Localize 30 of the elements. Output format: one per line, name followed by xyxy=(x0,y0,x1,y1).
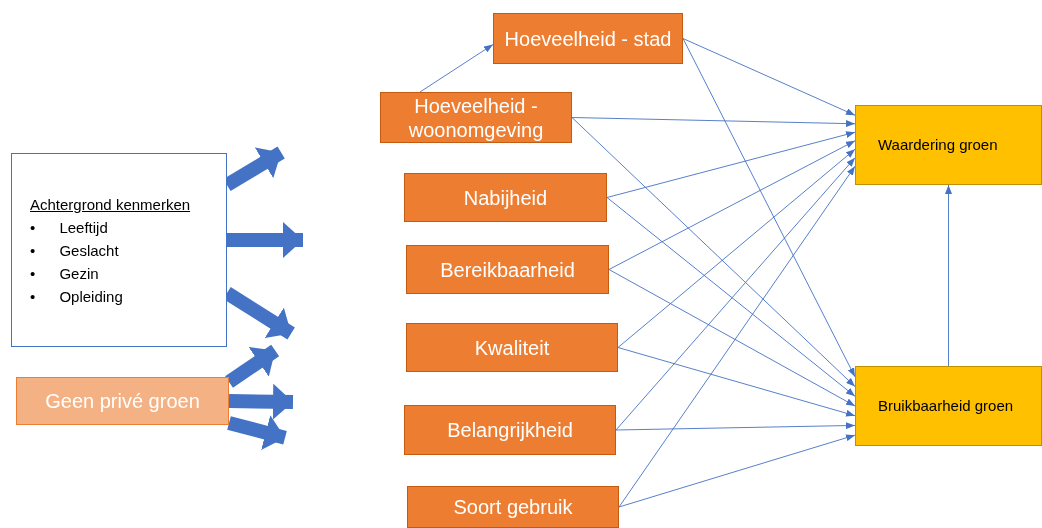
list-heading: Achtergrond kenmerken xyxy=(30,194,191,215)
outcome-box xyxy=(855,366,1042,446)
process-box xyxy=(406,323,618,372)
box-label: Kwaliteit xyxy=(474,335,550,360)
list-item: • Opleiding xyxy=(30,286,123,307)
block-arrow xyxy=(228,383,294,420)
box-label: Bereikbaarheid xyxy=(440,257,575,282)
box-label: Soort gebruik xyxy=(453,495,573,519)
box-label: Nabijheid xyxy=(463,185,548,210)
process-box xyxy=(380,92,572,143)
process-box xyxy=(406,245,609,294)
box-label: Belangrijkheid xyxy=(447,418,573,442)
box-label: Hoeveelheid - stad xyxy=(504,26,672,51)
process-box xyxy=(407,486,619,528)
box-label: Hoeveelheid - woonomgeving xyxy=(407,93,545,142)
process-box xyxy=(493,13,683,64)
box-label: Geen privé groen xyxy=(45,389,200,413)
box-label: Waardering groen xyxy=(878,135,998,155)
process-box xyxy=(404,173,607,222)
outcome-box xyxy=(855,105,1042,185)
list-item: • Leeftijd xyxy=(30,217,109,238)
list-item: • Geslacht xyxy=(30,240,120,261)
text-box xyxy=(11,153,227,347)
block-arrow xyxy=(227,415,287,451)
block-arrow xyxy=(225,344,280,388)
process-box xyxy=(404,405,616,455)
block-arrow xyxy=(227,222,303,258)
process-box xyxy=(16,377,229,425)
box-label: Bruikbaarheid groen xyxy=(878,396,1014,416)
list-item: • Gezin xyxy=(30,263,100,284)
